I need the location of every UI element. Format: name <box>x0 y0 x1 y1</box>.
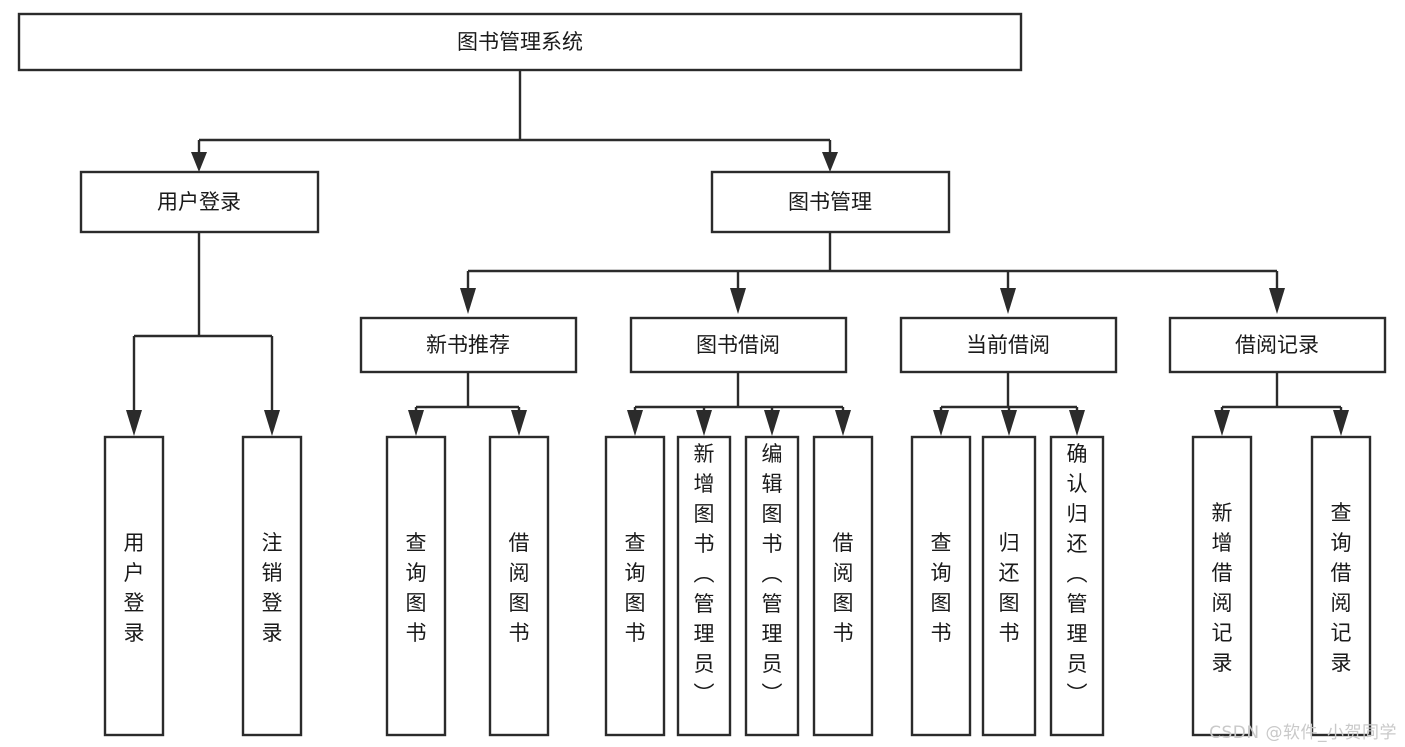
node-leaf-query-book-2[interactable]: 查询图书 <box>604 435 666 737</box>
node-leaf-query-book-3-box[interactable] <box>910 435 972 737</box>
node-leaf-query-record[interactable]: 查询借阅记录 <box>1310 435 1372 737</box>
node-user-login[interactable]: 用户登录 <box>79 170 320 234</box>
node-leaf-borrow-book-2-box[interactable] <box>812 435 874 737</box>
node-leaf-logout-label: 注销登录 <box>262 531 283 645</box>
node-book-borrow-box[interactable] <box>629 316 848 374</box>
node-leaf-user-login-label: 用户登录 <box>124 531 145 645</box>
node-book-manage-box[interactable] <box>710 170 951 234</box>
arrow-leaf-user-login <box>126 410 142 436</box>
node-leaf-query-record-box[interactable] <box>1310 435 1372 737</box>
node-leaf-query-book-1-box[interactable] <box>385 435 447 737</box>
node-new-book-rec-label: 新书推荐 <box>426 333 510 357</box>
node-leaf-edit-book-label: 编辑图书︵管理员︶ <box>762 442 783 706</box>
node-current-borrow[interactable]: 当前借阅 <box>899 316 1118 374</box>
node-borrow-record-box[interactable] <box>1168 316 1387 374</box>
arrow-leaf-query-record <box>1333 410 1349 436</box>
node-layer: 图书管理系统 用户登录 图书管理 新书推荐 图书借阅 当前 <box>17 12 1387 737</box>
node-leaf-query-book-2-box[interactable] <box>604 435 666 737</box>
node-leaf-logout-box[interactable] <box>241 435 303 737</box>
node-borrow-record[interactable]: 借阅记录 <box>1168 316 1387 374</box>
node-user-login-label: 用户登录 <box>157 190 241 214</box>
node-leaf-edit-book[interactable]: 编辑图书︵管理员︶ <box>744 435 800 737</box>
node-leaf-user-login-box[interactable] <box>103 435 165 737</box>
node-leaf-query-book-1[interactable]: 查询图书 <box>385 435 447 737</box>
arrow-leaf-return-book <box>1001 410 1017 436</box>
node-leaf-add-record[interactable]: 新增借阅记录 <box>1191 435 1253 737</box>
node-leaf-return-book-label: 归还图书 <box>999 531 1020 645</box>
node-leaf-return-book[interactable]: 归还图书 <box>981 435 1037 737</box>
node-root-label: 图书管理系统 <box>457 30 583 54</box>
arrow-leaf-add-record <box>1214 410 1230 436</box>
node-leaf-borrow-book-1-box[interactable] <box>488 435 550 737</box>
node-book-manage-label: 图书管理 <box>788 190 872 214</box>
node-user-login-box[interactable] <box>79 170 320 234</box>
node-root[interactable]: 图书管理系统 <box>17 12 1023 72</box>
node-leaf-add-record-box[interactable] <box>1191 435 1253 737</box>
node-leaf-confirm-return-box[interactable] <box>1049 435 1105 737</box>
arrow-to-user-login <box>191 152 207 172</box>
arrow-leaf-confirm-return <box>1069 410 1085 436</box>
node-new-book-rec-box[interactable] <box>359 316 578 374</box>
node-leaf-query-record-label: 查询借阅记录 <box>1331 501 1352 675</box>
node-leaf-add-book-label: 新增图书︵管理员︶ <box>694 442 715 706</box>
arrow-leaf-add-book <box>696 410 712 436</box>
node-leaf-query-book-3-label: 查询图书 <box>931 531 952 645</box>
csdn-watermark: CSDN @软件_小贺同学 <box>1209 723 1397 743</box>
arrow-leaf-edit-book <box>764 410 780 436</box>
node-root-box[interactable] <box>17 12 1023 72</box>
node-current-borrow-label: 当前借阅 <box>966 333 1050 357</box>
arrow-to-book-manage <box>822 152 838 172</box>
node-leaf-query-book-1-label: 查询图书 <box>406 531 427 645</box>
node-leaf-borrow-book-2-label: 借阅图书 <box>833 531 854 645</box>
node-leaf-edit-book-box[interactable] <box>744 435 800 737</box>
node-leaf-add-book[interactable]: 新增图书︵管理员︶ <box>676 435 732 737</box>
arrow-to-borrow-record <box>1269 288 1285 314</box>
node-leaf-borrow-book-2[interactable]: 借阅图书 <box>812 435 874 737</box>
node-leaf-borrow-book-1[interactable]: 借阅图书 <box>488 435 550 737</box>
arrow-leaf-query-book-2 <box>627 410 643 436</box>
node-leaf-add-record-label: 新增借阅记录 <box>1212 501 1233 675</box>
arrow-leaf-logout <box>264 410 280 436</box>
node-current-borrow-box[interactable] <box>899 316 1118 374</box>
node-book-borrow-label: 图书借阅 <box>696 333 780 357</box>
node-leaf-user-login[interactable]: 用户登录 <box>103 435 165 737</box>
edge-layer <box>126 70 1349 436</box>
node-leaf-add-book-box[interactable] <box>676 435 732 737</box>
arrow-leaf-borrow-book-2 <box>835 410 851 436</box>
node-leaf-logout[interactable]: 注销登录 <box>241 435 303 737</box>
node-new-book-rec[interactable]: 新书推荐 <box>359 316 578 374</box>
node-borrow-record-label: 借阅记录 <box>1235 333 1319 357</box>
arrow-to-new-book-rec <box>460 288 476 314</box>
arrow-leaf-query-book-3 <box>933 410 949 436</box>
node-leaf-query-book-3[interactable]: 查询图书 <box>910 435 972 737</box>
arrow-to-book-borrow <box>730 288 746 314</box>
node-book-borrow[interactable]: 图书借阅 <box>629 316 848 374</box>
node-leaf-confirm-return[interactable]: 确认归还︵管理员︶ <box>1049 435 1105 737</box>
node-leaf-borrow-book-1-label: 借阅图书 <box>509 531 530 645</box>
arrow-to-current-borrow <box>1000 288 1016 314</box>
arrow-leaf-borrow-book-1 <box>511 410 527 436</box>
node-leaf-confirm-return-label: 确认归还︵管理员︶ <box>1067 442 1088 706</box>
node-leaf-query-book-2-label: 查询图书 <box>625 531 646 645</box>
node-leaf-return-book-box[interactable] <box>981 435 1037 737</box>
arrow-leaf-query-book-1 <box>408 410 424 436</box>
node-book-manage[interactable]: 图书管理 <box>710 170 951 234</box>
